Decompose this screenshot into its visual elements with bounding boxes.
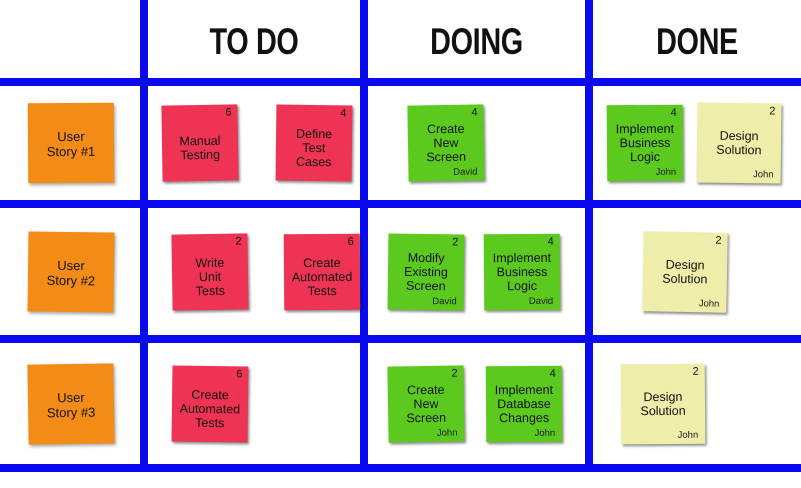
task-card[interactable]: 4 Define Test Cases xyxy=(275,104,353,182)
card-title: Implement Business Logic xyxy=(492,249,552,293)
cell-story-row-2: User Story #2 xyxy=(0,208,140,335)
card-title: Define Test Cases xyxy=(295,126,333,170)
cell-todo-row-2: 2 Write Unit Tests 6 Create Automated Te… xyxy=(148,208,361,335)
column-divider-2 xyxy=(360,0,368,472)
cell-done-row-3: 2 Design Solution John xyxy=(593,343,801,464)
row-divider-2 xyxy=(0,335,801,343)
card-title: Write Unit Tests xyxy=(195,255,226,298)
task-card[interactable]: 2 Design Solution John xyxy=(642,230,728,313)
column-divider-1 xyxy=(140,0,148,472)
card-points: 2 xyxy=(235,235,242,248)
card-owner: David xyxy=(432,295,457,307)
header-divider xyxy=(0,78,801,86)
card-title: Design Solution xyxy=(662,256,708,286)
card-points: 4 xyxy=(471,106,478,119)
cell-done-row-2: 2 Design Solution John xyxy=(593,208,801,335)
card-points: 4 xyxy=(549,367,556,380)
card-points: 2 xyxy=(769,105,776,118)
card-points: 4 xyxy=(340,107,347,120)
story-card-label: User Story #2 xyxy=(46,257,96,288)
card-owner: David xyxy=(528,295,554,307)
task-card[interactable]: 6 Create Automated Tests xyxy=(283,233,361,310)
task-card[interactable]: 2 Create New Screen John xyxy=(387,364,465,443)
card-title: Implement Database Changes xyxy=(494,381,554,425)
task-card[interactable]: 4 Implement Business Logic John xyxy=(606,104,684,182)
task-card[interactable]: 6 Create Automated Tests xyxy=(171,365,249,442)
cell-done-row-1: 4 Implement Business Logic John 2 Design… xyxy=(593,86,801,200)
card-title: Manual Testing xyxy=(179,133,221,163)
card-owner: John xyxy=(655,166,677,178)
cell-story-row-1: User Story #1 xyxy=(0,86,140,200)
card-title: Create New Screen xyxy=(426,121,467,164)
row-divider-1 xyxy=(0,200,801,208)
task-card[interactable]: 2 Modify Existing Screen David xyxy=(387,233,465,310)
cell-doing-row-2: 2 Modify Existing Screen David 4 Impleme… xyxy=(368,208,585,335)
card-title: Create Automated Tests xyxy=(291,255,353,298)
cell-todo-row-3: 6 Create Automated Tests xyxy=(148,343,360,464)
column-divider-3 xyxy=(585,0,593,472)
column-header-done: DONE xyxy=(656,21,738,62)
card-title: Design Solution xyxy=(640,388,686,418)
story-card[interactable]: User Story #3 xyxy=(27,362,115,445)
card-owner: John xyxy=(534,427,556,439)
card-title: Create New Screen xyxy=(406,381,447,425)
cell-story-row-3: User Story #3 xyxy=(0,343,140,464)
card-title: Design Solution xyxy=(716,128,762,157)
card-points: 2 xyxy=(715,234,722,247)
card-title: Create Automated Tests xyxy=(179,387,241,430)
card-points: 2 xyxy=(452,235,459,248)
task-card[interactable]: 2 Design Solution John xyxy=(620,363,706,444)
card-owner: John xyxy=(436,427,458,439)
task-card[interactable]: 4 Implement Business Logic David xyxy=(483,233,561,310)
card-points: 2 xyxy=(692,365,699,378)
column-header-doing: DOING xyxy=(430,21,523,62)
cell-todo-row-1: 6 Manual Testing 4 Define Test Cases xyxy=(148,86,360,200)
card-owner: David xyxy=(453,166,478,178)
story-card[interactable]: User Story #1 xyxy=(27,102,115,184)
card-owner: John xyxy=(752,169,774,181)
task-card[interactable]: 4 Create New Screen David xyxy=(407,104,485,182)
card-points: 6 xyxy=(225,106,232,119)
cell-doing-row-1: 4 Create New Screen David xyxy=(368,86,585,200)
card-points: 6 xyxy=(347,235,354,248)
task-card[interactable]: 2 Design Solution John xyxy=(696,102,782,184)
card-points: 6 xyxy=(236,367,243,380)
card-owner: John xyxy=(698,297,720,310)
task-card[interactable]: 4 Implement Database Changes John xyxy=(485,365,563,442)
column-header-todo: TO DO xyxy=(209,21,299,62)
card-points: 4 xyxy=(547,235,554,248)
row-divider-3 xyxy=(0,464,801,472)
cell-doing-row-3: 2 Create New Screen John 4 Implement Dat… xyxy=(368,343,585,464)
card-points: 2 xyxy=(451,367,458,380)
card-owner: John xyxy=(677,429,699,441)
card-title: Implement Business Logic xyxy=(615,121,675,164)
card-points: 4 xyxy=(670,106,677,119)
story-card[interactable]: User Story #2 xyxy=(27,230,115,313)
task-card[interactable]: 6 Manual Testing xyxy=(161,104,239,182)
story-card-label: User Story #3 xyxy=(46,389,96,420)
card-title: Modify Existing Screen xyxy=(404,249,448,293)
task-card[interactable]: 2 Write Unit Tests xyxy=(171,232,249,311)
story-card-label: User Story #1 xyxy=(46,128,96,160)
